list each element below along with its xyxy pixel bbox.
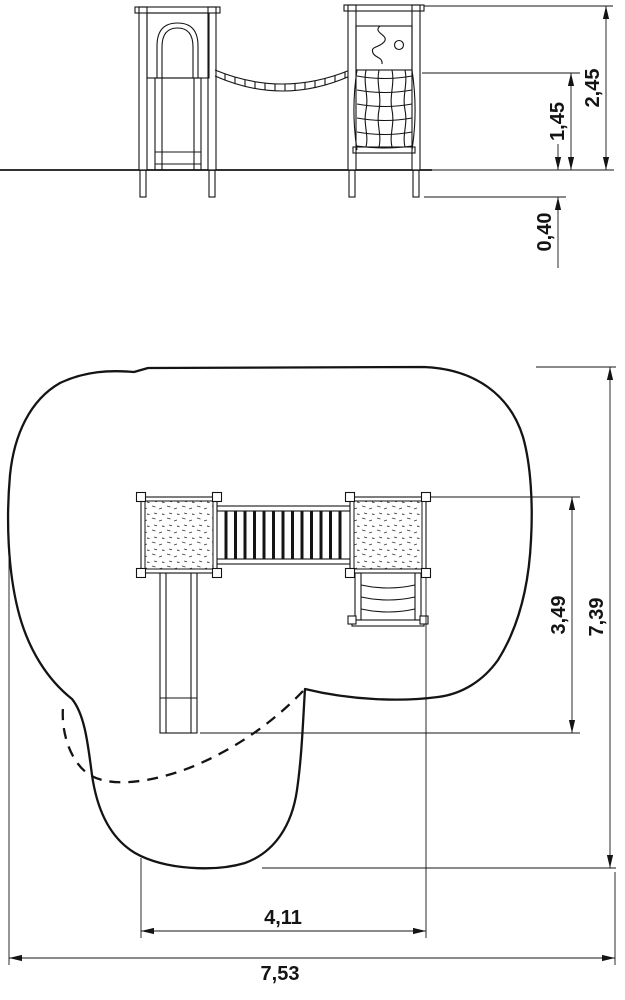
plan-view: 7,39 3,49 4,11 7,53 (6, 365, 616, 985)
foundation-post (208, 169, 216, 198)
slide-front-detail (155, 78, 201, 170)
safety-area-outline (6, 365, 533, 870)
platform-deck (144, 500, 214, 570)
dimension-label-area-depth: 7,39 (586, 598, 608, 637)
dimension-equipment-width: 4,11 (140, 578, 427, 938)
tower-post (138, 6, 148, 171)
climbing-panel (355, 25, 413, 71)
dimension-label-area-width: 7,53 (261, 963, 300, 985)
bridge-deck-plan (216, 505, 351, 565)
dimension-platform-height: 1,45 (422, 72, 580, 170)
bridge-rail (216, 505, 351, 512)
dimension-area-depth: 7,39 (262, 366, 616, 869)
slide-front (154, 77, 202, 171)
arch-opening-inner (161, 27, 194, 78)
ladder-plan (347, 572, 429, 627)
platform-post (211, 567, 223, 579)
dimension-label-platform-height: 1,45 (547, 102, 569, 141)
bridge-rail (216, 558, 351, 565)
climbing-frame (343, 4, 425, 198)
dimension-label-total-height: 2,45 (582, 69, 604, 108)
elevation-view: 2,45 1,45 0,40 (0, 4, 614, 268)
foundation-post (348, 169, 356, 198)
bridge-cable-upper (214, 69, 351, 85)
platform-left-plan (135, 491, 223, 579)
platform-post (211, 491, 223, 503)
foundation-post (412, 169, 420, 198)
dimension-label-foundation-depth: 0,40 (534, 213, 556, 252)
arch-opening-outer (156, 22, 199, 78)
ladder-bottom-bar (351, 619, 425, 627)
dimension-area-width: 7,53 (8, 545, 616, 985)
safety-area-overlap-dashed (61, 690, 304, 784)
rope-bridge (214, 69, 351, 92)
dimension-foundation-depth: 0,40 (424, 144, 566, 268)
platform-post (420, 567, 432, 579)
dimension-equipment-depth: 3,49 (200, 496, 580, 734)
ladder-rail (354, 572, 362, 621)
platform-right-plan (344, 491, 432, 579)
ladder-post (347, 615, 357, 625)
platform-post (344, 567, 356, 579)
dimension-total-height: 2,45 (424, 5, 613, 170)
climbing-panel-hole (393, 39, 405, 51)
platform-post (135, 567, 147, 579)
bridge-plank-ticks (224, 72, 346, 91)
foundation-post (139, 169, 147, 198)
dimension-label-equipment-depth: 3,49 (548, 596, 570, 635)
frame-top-beam (343, 4, 425, 12)
ladder-rail (414, 572, 422, 621)
dimension-label-equipment-width: 4,11 (264, 907, 302, 929)
platform-deck (353, 500, 423, 570)
slide-plan (159, 572, 198, 734)
ladder-post (419, 615, 429, 625)
tower-top-beam (134, 6, 221, 14)
platform-post (344, 491, 356, 503)
slide-tower (134, 6, 221, 198)
platform-post (135, 491, 147, 503)
slide-chute-detail (160, 573, 197, 733)
platform-post (420, 491, 432, 503)
ladder-rungs (360, 584, 416, 613)
climbing-net (353, 69, 416, 151)
climbing-panel-cutout (371, 25, 386, 65)
net-bottom-bar (352, 146, 416, 154)
